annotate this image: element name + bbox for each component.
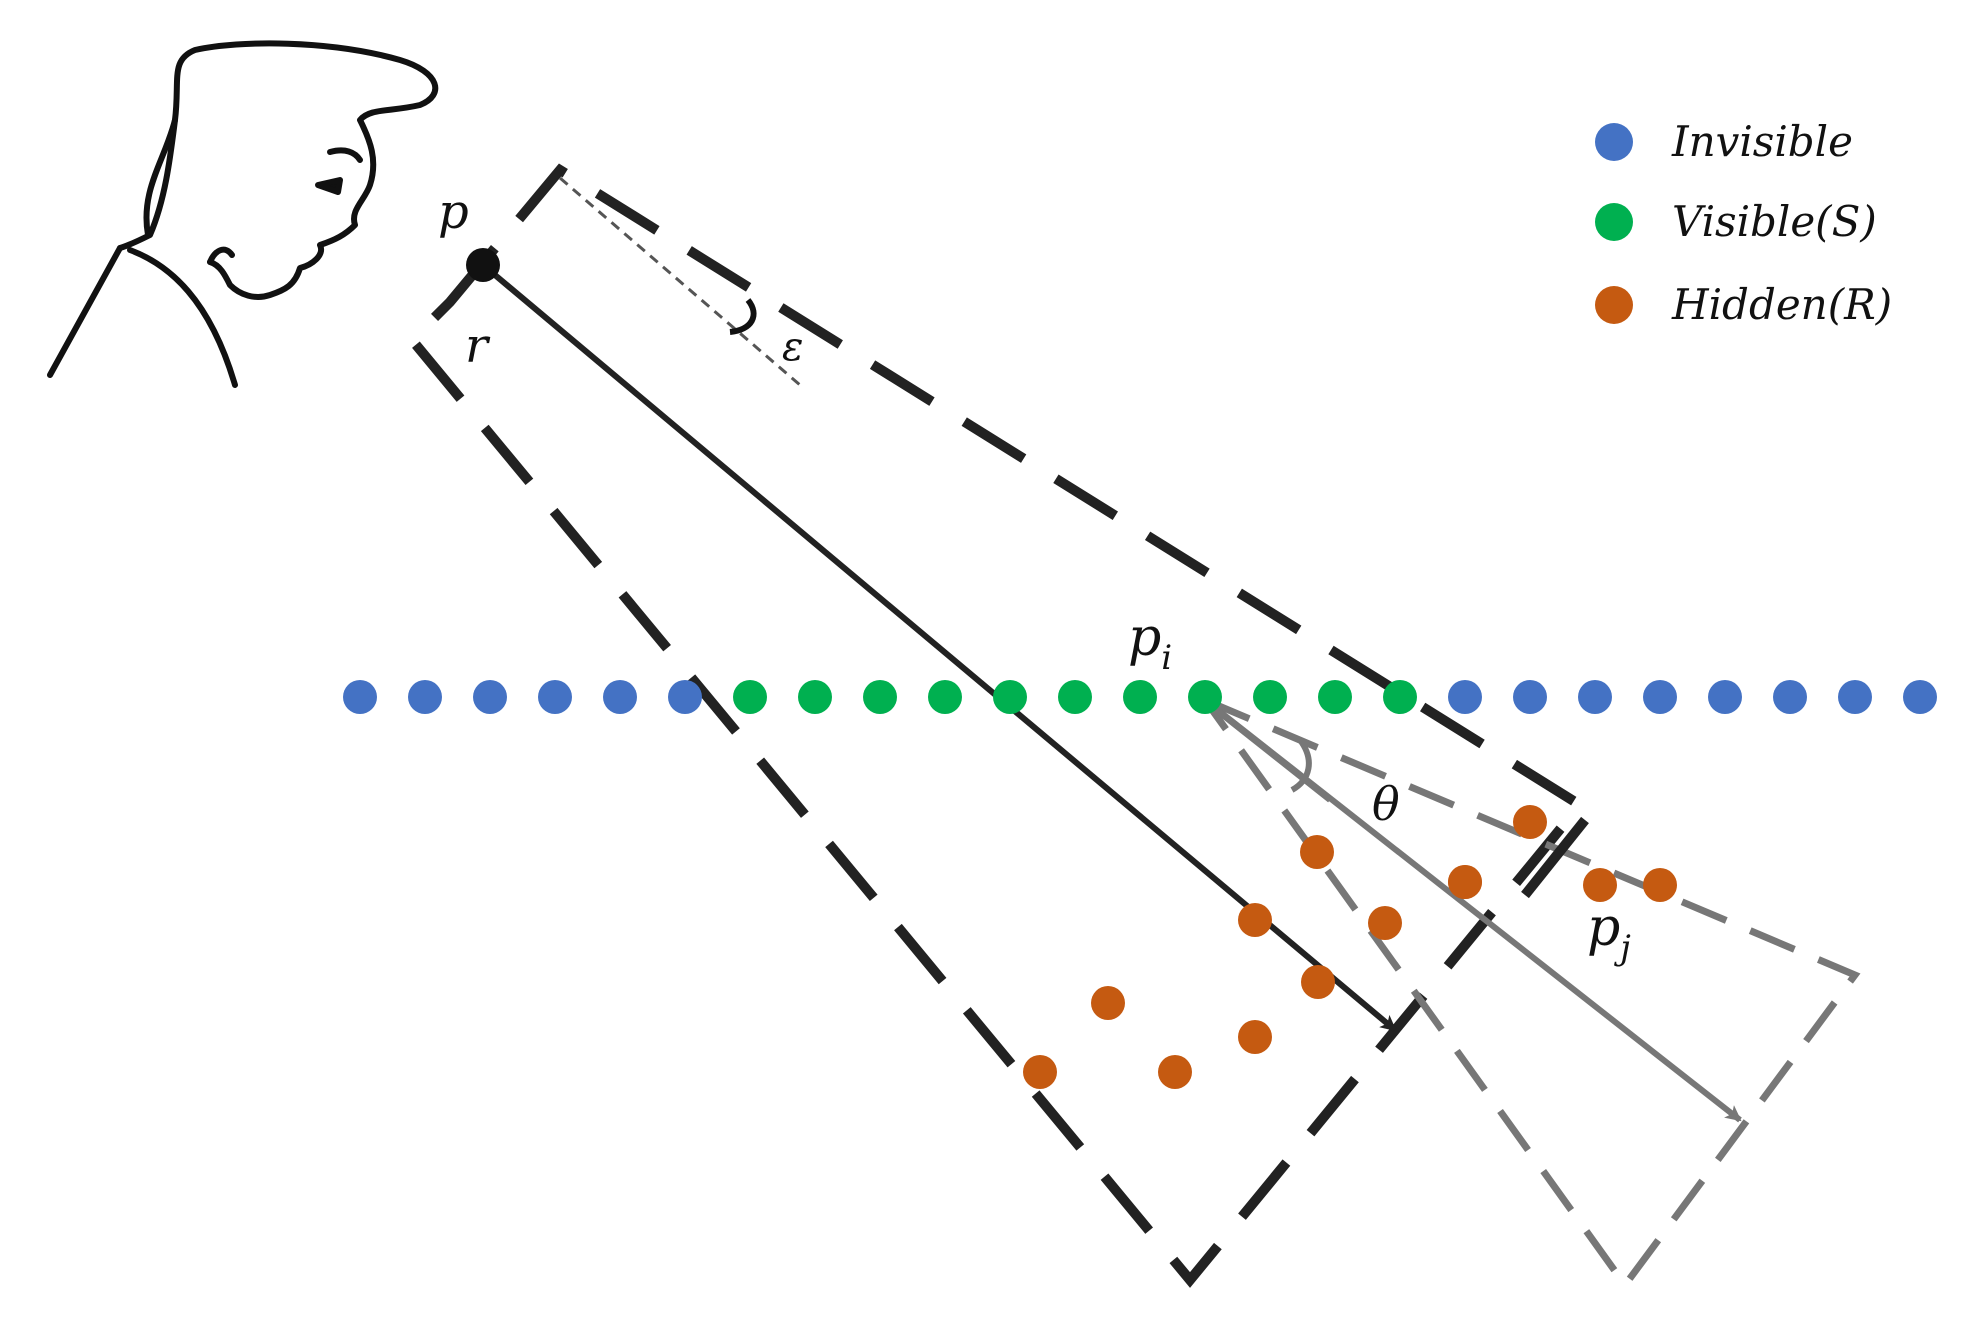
epsilon-reference-line [559, 176, 801, 387]
hidden-point [1301, 965, 1335, 999]
legend-hidden-marker [1595, 286, 1633, 324]
label-epsilon: ε [782, 324, 803, 370]
invisible-point [473, 680, 507, 714]
invisible-point [538, 680, 572, 714]
invisible-point [408, 680, 442, 714]
visible-point [1123, 680, 1157, 714]
visible-point [1318, 680, 1352, 714]
visible-point [1058, 680, 1092, 714]
pj-surface-segment [1521, 816, 1589, 899]
secondary-frustum [1194, 691, 1861, 1291]
visible-point [928, 680, 962, 714]
hidden-point [1023, 1055, 1057, 1089]
hidden-point [1583, 868, 1617, 902]
label-theta: θ [1372, 777, 1400, 831]
viewer-point [466, 248, 500, 282]
invisible-point [1643, 680, 1677, 714]
hidden-point [1158, 1055, 1192, 1089]
hidden-point [1238, 903, 1272, 937]
view-ray [481, 262, 1397, 1033]
visible-point [863, 680, 897, 714]
hidden-point [1091, 986, 1125, 1020]
visible-point [1253, 680, 1287, 714]
visible-point [1188, 680, 1222, 714]
viewer-head-icon [47, 40, 439, 388]
label-p-i: pi [1128, 608, 1172, 678]
invisible-point [1513, 680, 1547, 714]
theta-arc [1290, 738, 1312, 793]
legend-invisible-label: Invisible [1671, 117, 1853, 166]
hidden-point [1643, 868, 1677, 902]
hidden-point [1448, 865, 1482, 899]
invisible-point [1773, 680, 1807, 714]
invisible-point [1448, 680, 1482, 714]
invisible-point [1578, 680, 1612, 714]
invisible-point [1903, 680, 1937, 714]
hidden-point [1300, 835, 1334, 869]
invisible-point [1838, 680, 1872, 714]
label-p-j: pj [1587, 898, 1631, 968]
invisible-point [343, 680, 377, 714]
invisible-point [668, 680, 702, 714]
hidden-point [1513, 805, 1547, 839]
visible-point [1383, 680, 1417, 714]
invisible-point [1708, 680, 1742, 714]
reflection-ray-back [1208, 702, 1332, 803]
main-frustum [405, 163, 1588, 1288]
legend-visible-marker [1595, 203, 1633, 241]
hidden-points [1023, 805, 1677, 1089]
hidden-point [1368, 906, 1402, 940]
visible-point [798, 680, 832, 714]
visible-point [733, 680, 767, 714]
epsilon-arc [729, 298, 757, 335]
label-p: p [438, 184, 469, 240]
legend-hidden-label: Hidden(R) [1671, 280, 1892, 329]
legend-invisible-marker [1595, 123, 1633, 161]
legend-visible-label: Visible(S) [1672, 197, 1877, 246]
invisible-point [603, 680, 637, 714]
hidden-point [1238, 1020, 1272, 1054]
visible-point [993, 680, 1027, 714]
legend: Invisible Visible(S) Hidden(R) [1595, 117, 1892, 329]
label-r: r [465, 318, 491, 374]
point-row [343, 680, 1937, 714]
